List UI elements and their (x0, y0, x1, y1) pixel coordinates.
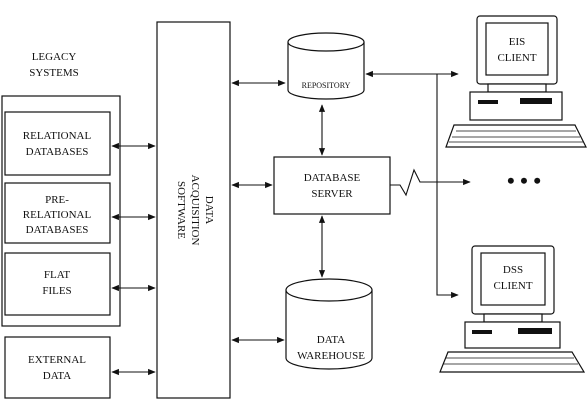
relational-label-line1: RELATIONAL (23, 130, 92, 142)
dbserver-label-line2: SERVER (311, 188, 353, 200)
acquisition-label-group: DATA ACQUISITION SOFTWARE (175, 175, 215, 246)
eis-keyboard (445, 124, 587, 148)
warehouse-label-line2: WAREHOUSE (297, 350, 365, 362)
repository-cylinder (287, 32, 365, 100)
repository-label: REPOSITORY (302, 81, 351, 90)
eis-panel (478, 100, 498, 104)
external-label-line2: DATA (43, 370, 72, 382)
warehouse-label-line1: DATA (317, 334, 346, 346)
flat-files-box (4, 252, 111, 316)
database-server-box (273, 156, 391, 215)
dss-label-line1: DSS (503, 264, 523, 276)
flatfiles-label-line1: FLAT (44, 269, 71, 281)
eis-screen (485, 22, 549, 76)
legacy-title-line1: LEGACY (32, 51, 77, 63)
eis-label-line1: EIS (509, 36, 526, 48)
dss-keyboard (439, 351, 586, 373)
eis-client-computer (445, 15, 587, 148)
more-clients-ellipsis: • • • (507, 168, 541, 193)
acquisition-label-line2: ACQUISITION (189, 175, 201, 246)
acquisition-label-line1: DATA (203, 196, 215, 225)
dbserver-label-line1: DATABASE (304, 172, 361, 184)
prerelational-label-line3: DATABASES (26, 224, 89, 236)
prerelational-databases-box (4, 182, 111, 244)
dss-screen (480, 252, 546, 306)
dss-label-line2: CLIENT (493, 280, 532, 292)
dss-client-computer (439, 245, 586, 373)
dss-system-unit (464, 321, 561, 349)
external-data-box (4, 336, 111, 399)
dss-monitor-stand (483, 313, 543, 323)
eis-drive-slot (520, 98, 552, 104)
prerelational-label-line2: RELATIONAL (23, 209, 92, 221)
acquisition-label-line3: SOFTWARE (175, 181, 187, 239)
prerelational-label-line1: PRE- (45, 194, 69, 206)
relational-label-line2: DATABASES (26, 146, 89, 158)
data-warehouse-cylinder (285, 278, 373, 370)
data-acquisition-software-box (156, 21, 231, 399)
dss-drive-slot (518, 328, 552, 334)
eis-system-unit (469, 91, 563, 121)
relational-databases-box (4, 111, 111, 176)
eis-monitor-stand (487, 83, 547, 93)
client-bus-line (436, 74, 459, 299)
network-link (390, 168, 471, 197)
eis-label-line2: CLIENT (497, 52, 536, 64)
dss-panel (472, 330, 492, 334)
legacy-title-line2: SYSTEMS (29, 67, 79, 79)
external-label-line1: EXTERNAL (28, 354, 86, 366)
flatfiles-label-line2: FILES (42, 285, 71, 297)
